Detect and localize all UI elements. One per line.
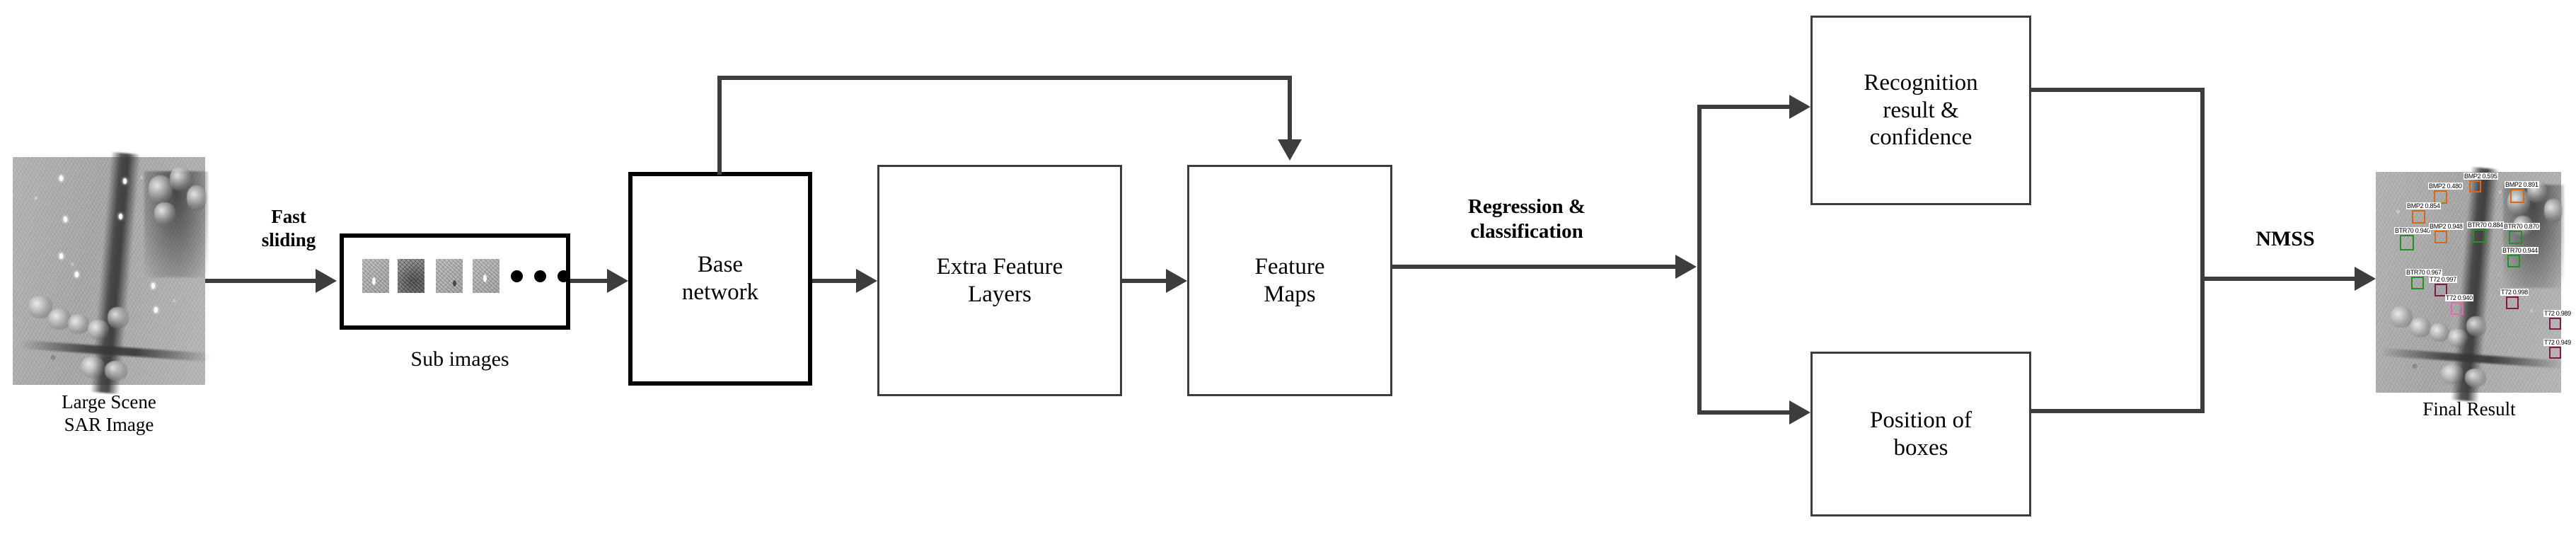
skip-connection-across <box>717 76 1292 80</box>
detection-box <box>2510 189 2524 203</box>
nmss-label: NMSS <box>2256 227 2315 250</box>
sub-image-patch-1 <box>362 259 389 293</box>
final-result-caption: Final Result <box>2422 398 2516 420</box>
fast-sliding-arrow-head <box>316 269 337 293</box>
detection-box <box>2509 231 2522 244</box>
detection-box <box>2412 210 2425 224</box>
base-to-extra-line <box>812 279 856 283</box>
detection-tag: BTR70 0.884 <box>2467 221 2504 229</box>
merge-bottom-line <box>2031 409 2205 413</box>
block-position-of-boxes: Position of boxes <box>1810 352 2031 516</box>
detection-tag: T72 0.997 <box>2429 276 2457 283</box>
skip-connection-down <box>1288 76 1292 139</box>
merge-vline <box>2200 88 2205 413</box>
extra-to-featuremaps-line <box>1122 279 1166 283</box>
detection-tag: BMP2 0.595 <box>2464 173 2498 180</box>
block-recognition-result: Recognition result & confidence <box>1810 16 2031 205</box>
branch-top-line <box>1697 105 1789 109</box>
detection-box <box>2549 347 2561 359</box>
regression-arrow-line <box>1392 265 1675 269</box>
block-base-network: Base network <box>628 172 812 386</box>
extra-to-featuremaps-arrow <box>1166 269 1187 293</box>
block-position-of-boxes-label: Position of boxes <box>1870 407 1972 461</box>
fast-sliding-label: Fast sliding <box>261 206 316 250</box>
sub-image-patch-2 <box>398 259 424 293</box>
block-extra-feature-layers: Extra Feature Layers <box>877 165 1122 396</box>
detection-tag: BTR70 0.940 <box>2394 227 2431 234</box>
detection-tag: T72 0.940 <box>2445 294 2473 301</box>
detection-box <box>2507 255 2520 267</box>
detection-box <box>2400 235 2414 250</box>
skip-connection-up <box>717 76 722 175</box>
detection-tag: T72 0.989 <box>2543 310 2572 317</box>
detection-tag: T72 0.998 <box>2500 289 2529 296</box>
block-extra-feature-layers-label: Extra Feature Layers <box>936 253 1063 307</box>
regression-arrow-head <box>1675 255 1697 279</box>
regression-classification-label: Regression & classification <box>1467 195 1586 243</box>
detection-box <box>2469 180 2481 192</box>
detection-tag: BTR70 0.944 <box>2502 247 2539 254</box>
branch-bottom-arrow <box>1789 400 1810 425</box>
block-recognition-result-label: Recognition result & confidence <box>1864 69 1978 151</box>
nmss-arrow-head <box>2355 267 2376 291</box>
base-to-extra-arrow <box>856 269 877 293</box>
skip-connection-arrow <box>1278 139 1302 161</box>
detection-box <box>2435 231 2447 243</box>
sub-image-patch-4 <box>473 259 499 293</box>
large-scene-caption: Large Scene SAR Image <box>62 391 156 436</box>
detection-box <box>2411 277 2424 289</box>
detection-tag: BMP2 0.948 <box>2429 223 2464 230</box>
detection-tag: BMP2 0.854 <box>2406 202 2441 209</box>
block-feature-maps-label: Feature Maps <box>1254 253 1325 307</box>
block-base-network-label: Base network <box>681 252 759 305</box>
block-feature-maps: Feature Maps <box>1187 165 1392 396</box>
detection-tag: BMP2 0.480 <box>2428 183 2463 190</box>
large-scene-sar-image <box>13 151 212 395</box>
subimages-to-base-line <box>570 279 607 283</box>
detection-tag: BMP2 0.891 <box>2505 181 2539 188</box>
sub-images-ellipsis <box>511 270 570 282</box>
branch-split-vline <box>1697 105 1702 415</box>
fast-sliding-arrow-line <box>205 279 316 283</box>
detection-box <box>2435 284 2447 296</box>
sub-images-caption: Sub images <box>410 347 509 371</box>
detection-tag: T72 0.949 <box>2543 339 2572 346</box>
detection-box <box>2506 296 2519 309</box>
detection-box <box>2451 302 2464 315</box>
merge-top-line <box>2031 88 2205 92</box>
sub-image-patch-3 <box>436 259 463 293</box>
nmss-arrow-line <box>2200 277 2355 281</box>
detection-box <box>2549 318 2561 330</box>
detection-tag: BTR70 0.870 <box>2503 223 2540 230</box>
branch-top-arrow <box>1789 95 1810 119</box>
detection-box <box>2473 229 2486 243</box>
subimages-to-base-arrow <box>607 269 628 293</box>
branch-bottom-line <box>1697 410 1789 415</box>
detection-tag: BTR70 0.967 <box>2405 269 2442 276</box>
